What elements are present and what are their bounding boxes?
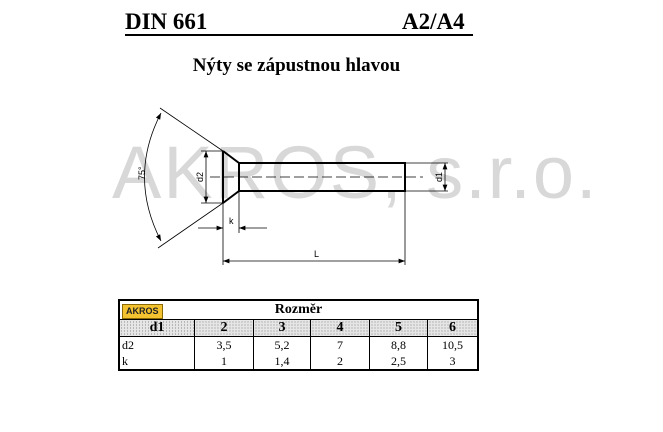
table-header-row: d1 2 3 4 5 6 <box>119 319 478 337</box>
header-cell: 3 <box>253 319 311 337</box>
title-underline <box>125 34 473 36</box>
angle-label: 75° <box>137 166 147 180</box>
table-cell: 7 <box>310 336 370 353</box>
table-cell: 8,8 <box>369 336 428 353</box>
header-cell: 2 <box>194 319 254 337</box>
table-caption: Rozměr <box>274 301 323 317</box>
header-cell: 5 <box>369 319 428 337</box>
table-cell: 1,4 <box>253 353 311 370</box>
L-label: L <box>314 249 319 259</box>
header-cell: d1 <box>119 319 195 337</box>
header-cell: 6 <box>427 319 478 337</box>
standard-title: DIN 661 <box>125 9 208 34</box>
d1-label: d1 <box>434 172 444 182</box>
row-label: k <box>122 354 128 368</box>
akros-logo: AKROS <box>122 303 163 319</box>
table-cell: 2,5 <box>369 353 428 370</box>
row-label: d2 <box>122 338 134 352</box>
table-cell: 2 <box>310 353 370 370</box>
d2-label: d2 <box>195 172 205 182</box>
table-cell: 3 <box>427 353 478 370</box>
k-label: k <box>229 216 234 226</box>
table-row: k 1 1,4 2 2,5 3 <box>119 353 478 370</box>
table-cell: 10,5 <box>427 336 478 353</box>
dimension-table: AKROS Rozměr d1 2 3 4 5 6 d2 3,5 5,2 7 8… <box>118 299 479 371</box>
table-caption-row: AKROS Rozměr <box>119 300 478 320</box>
material-grade: A2/A4 <box>402 9 465 34</box>
angle-arc <box>144 112 162 242</box>
table-row: d2 3,5 5,2 7 8,8 10,5 <box>119 336 478 353</box>
table-cell: 1 <box>194 353 254 370</box>
watermark: AKROS, s.r.o. <box>112 131 599 214</box>
table-cell: 3,5 <box>194 336 254 353</box>
table-cell: 5,2 <box>253 336 311 353</box>
header-cell: 4 <box>310 319 370 337</box>
page-subtitle: Nýty se zápustnou hlavou <box>192 55 401 76</box>
